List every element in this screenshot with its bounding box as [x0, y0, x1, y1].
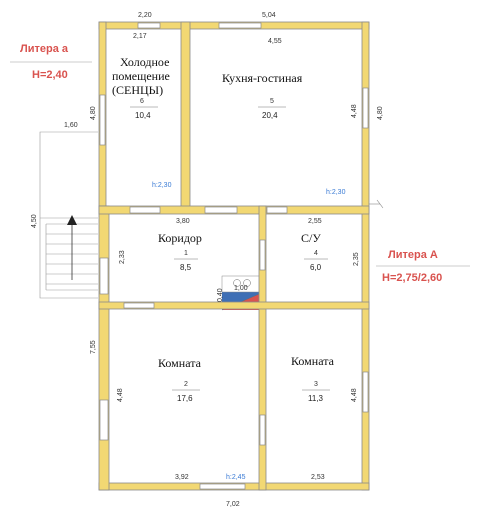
- room-bath-number: 4: [314, 250, 318, 257]
- dim-room2-bottom: 3,92: [175, 474, 189, 481]
- litera-small-height: H=2,40: [32, 69, 68, 81]
- dim-boiler-w: 1,00: [234, 285, 248, 292]
- room-corridor-name: Коридор: [158, 231, 202, 245]
- dim-porch-side: 4,50: [31, 214, 38, 228]
- room-2-number: 2: [184, 381, 188, 388]
- room-3-name: Комната: [291, 354, 335, 368]
- dim-kitchen-side: 4,48: [351, 104, 358, 118]
- dim-boiler-h: 0,40: [217, 288, 224, 302]
- litera-small-name: Литера а: [20, 43, 69, 55]
- room-senci-name-1: Холодное: [120, 55, 169, 69]
- dim-room3-side: 4,48: [351, 388, 358, 402]
- room-kitchen-name: Кухня-гостиная: [222, 71, 303, 85]
- room-corridor-area: 8,5: [180, 263, 192, 272]
- room-3-area: 11,3: [308, 394, 324, 403]
- wall-tick-right-2: [376, 199, 384, 209]
- dim-top-left: 2,20: [138, 12, 152, 19]
- room-kitchen-number: 5: [270, 98, 274, 105]
- room-2-area: 17,6: [177, 394, 193, 403]
- litera-big-name: Литера А: [388, 249, 438, 261]
- dim-corridor-side: 2,33: [119, 250, 126, 264]
- litera-big-height: H=2,75/2,60: [382, 272, 442, 284]
- dim-corridor-top: 3,80: [176, 218, 190, 225]
- height-kitchen: h:2,30: [326, 189, 346, 196]
- dim-right-outer: 4,80: [377, 106, 384, 120]
- dim-room2-side: 4,48: [117, 388, 124, 402]
- dim-top-right: 5,04: [262, 12, 276, 19]
- dim-senci-side: 4,80: [90, 106, 97, 120]
- room-kitchen-area: 20,4: [262, 111, 278, 120]
- dim-bath-side: 2,35: [353, 252, 360, 266]
- room-bath-area: 6,0: [310, 263, 322, 272]
- porch-stairs: [39, 131, 98, 299]
- dim-senci-inner: 2,17: [133, 33, 147, 40]
- room-corridor-number: 1: [184, 250, 188, 257]
- dim-left-outer: 7,55: [90, 340, 97, 354]
- room-3-number: 3: [314, 381, 318, 388]
- dim-kitchen-inner: 4,55: [268, 38, 282, 45]
- dim-bath-top: 2,55: [308, 218, 322, 225]
- dim-room3-bottom: 2,53: [311, 474, 325, 481]
- dim-porch-top: 1,60: [64, 122, 78, 129]
- room-bath-name: С/У: [301, 231, 321, 245]
- room-2-name: Комната: [158, 356, 202, 370]
- room-senci-area: 10,4: [135, 111, 151, 120]
- room-senci-name-2: помещение: [112, 69, 170, 83]
- dim-bottom-outer: 7,02: [226, 501, 240, 508]
- height-senci: h:2,30: [152, 182, 172, 189]
- height-rooms: h:2,45: [226, 474, 246, 481]
- windows: [99, 22, 369, 490]
- room-senci-name-3: (СЕНЦЫ): [112, 83, 163, 97]
- room-senci-number: 6: [140, 98, 144, 105]
